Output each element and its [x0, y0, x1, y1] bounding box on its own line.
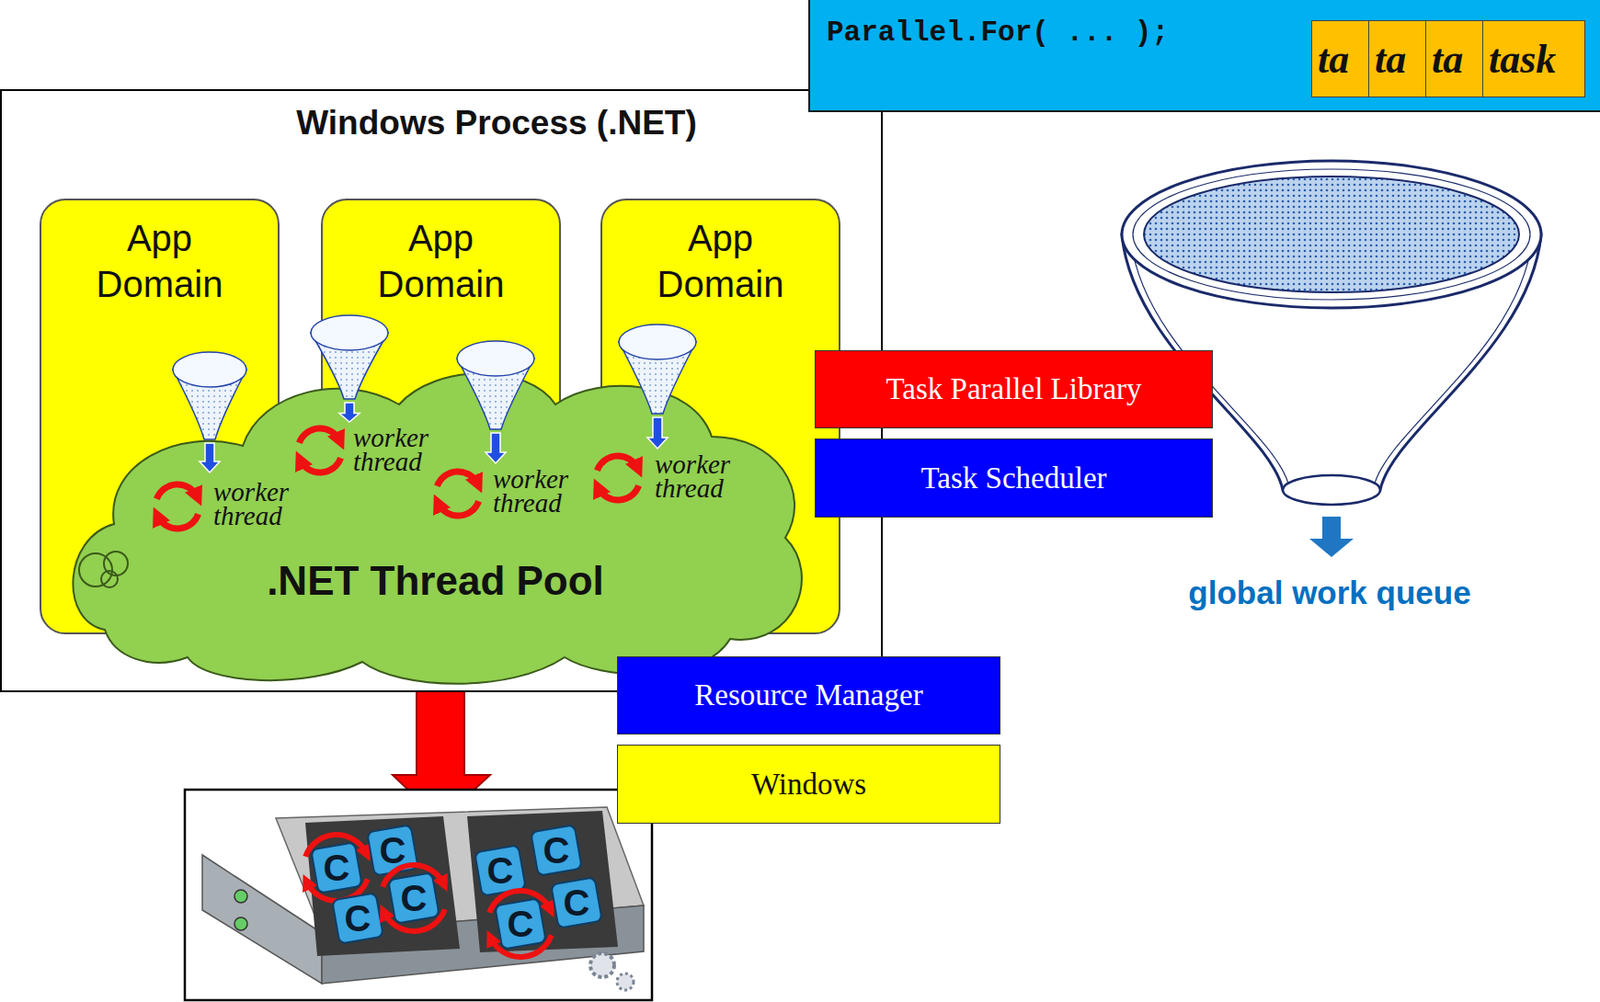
cycle-arrow: [299, 457, 341, 473]
node-text: ta: [1317, 35, 1349, 83]
core-label: C: [314, 844, 359, 892]
layer-band: Task Parallel Library: [814, 350, 1213, 429]
code-banner: Parallel.For( ... );tatatatask: [808, 0, 1600, 113]
queue-arrow: [1309, 516, 1354, 558]
cloud-bubble: [101, 571, 118, 588]
cloud-shape: [72, 373, 801, 685]
local-queue-rim: [310, 315, 389, 351]
cpu-core: [530, 824, 583, 877]
cycle-arrow: [596, 456, 638, 471]
core-label: C: [534, 826, 579, 875]
local-queue-rim: [172, 352, 247, 388]
cycle-arrow: [437, 501, 479, 516]
gear-icon: [590, 953, 615, 978]
node-text: App Domain: [363, 215, 520, 308]
cpu-core: [494, 898, 547, 950]
core-label: C: [478, 846, 523, 895]
gear-icon: [617, 973, 634, 991]
cloud-outline: [68, 354, 803, 681]
node-text: Parallel.For( ... );: [826, 16, 1169, 49]
cpu-cores: [305, 824, 603, 958]
funnel-outlet: [1282, 475, 1381, 505]
node-text: Task Scheduler: [920, 461, 1107, 496]
layer-band: Windows: [617, 744, 1001, 824]
node-text: Windows Process (.NET): [1, 103, 881, 143]
task-box: ta: [1311, 20, 1371, 98]
layer-band: Task Scheduler: [814, 438, 1213, 518]
node-text: App Domain: [81, 215, 239, 308]
process-box: Windows Process (.NET) App Domain App Doma…: [0, 89, 883, 693]
local-queue-rim: [457, 341, 535, 377]
funnel-rim-inner: [1132, 169, 1531, 300]
core-label: C: [554, 879, 599, 927]
node-text: task: [1488, 35, 1556, 83]
cpu-core: [310, 842, 363, 894]
thread-pool-cloud: .NET Thread Pool: [68, 354, 803, 681]
cpu-core: [388, 872, 440, 925]
cloud-bubble: [79, 553, 113, 587]
cpu-core: [550, 877, 603, 929]
server-illustration: [184, 789, 652, 1001]
core-label: C: [391, 874, 436, 923]
task-box: ta: [1368, 20, 1428, 98]
server-frame: [184, 789, 652, 1001]
server-led: [234, 890, 248, 903]
server-led: [234, 917, 248, 931]
task-box: task: [1482, 20, 1586, 98]
node-text: Windows: [751, 767, 867, 802]
dequeue-arrow: [199, 443, 220, 473]
local-queue-rim: [618, 324, 697, 360]
dequeue-arrow: [485, 433, 506, 464]
node-text: ta: [1374, 35, 1406, 83]
cpu-core: [331, 892, 384, 945]
funnel-rim: [1121, 160, 1542, 309]
layer-band: Resource Manager: [617, 656, 1001, 735]
cycle-arrow: [597, 485, 639, 501]
worker-icons: [156, 315, 697, 529]
node-text: .NET Thread Pool: [68, 558, 803, 605]
core-label: C: [370, 826, 415, 875]
cpu-board: [467, 811, 618, 953]
queue-label: global work queue: [1145, 574, 1514, 612]
core-label: C: [335, 894, 380, 943]
cpu-core: [366, 824, 419, 877]
dequeue-arrow: [339, 402, 360, 423]
server-front: [202, 855, 322, 984]
cycle-arrow: [157, 514, 198, 529]
funnel-contents: [1143, 176, 1520, 293]
dequeue-arrow: [647, 417, 668, 449]
core-label: C: [498, 900, 543, 949]
node-text: Task Parallel Library: [885, 372, 1142, 407]
cpu-board: [305, 816, 460, 957]
task-box: ta: [1425, 20, 1485, 98]
node-text: Resource Manager: [694, 678, 923, 713]
node-text: App Domain: [642, 215, 800, 308]
cycle-arrow: [436, 471, 478, 487]
cycle-arrow: [156, 484, 197, 500]
cycle-arrow: [298, 428, 340, 444]
node-text: ta: [1431, 35, 1463, 83]
